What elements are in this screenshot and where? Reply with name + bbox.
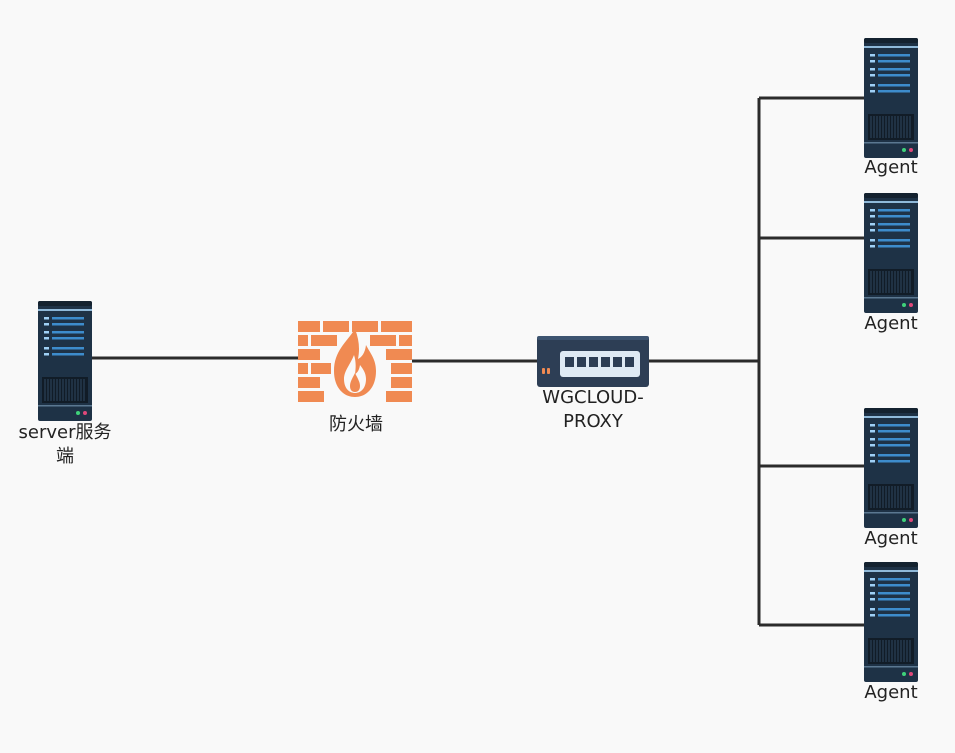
agent-label: Agent: [864, 157, 918, 178]
server-icon: [863, 37, 919, 159]
firewall-icon: [298, 321, 412, 402]
server-icon: [863, 561, 919, 683]
agent-label: Agent: [864, 313, 918, 334]
server-label: server服务端: [18, 422, 112, 467]
server-icon: [863, 192, 919, 314]
agent-label: Agent: [864, 528, 918, 549]
firewall-label: 防火墙: [329, 414, 383, 435]
server-icon: [37, 300, 93, 422]
network-switch-icon: [537, 336, 649, 387]
agent-label: Agent: [864, 682, 918, 703]
server-icon: [863, 407, 919, 529]
proxy-label: WGCLOUD-PROXY: [542, 387, 644, 432]
connector-lines: [92, 96, 865, 627]
